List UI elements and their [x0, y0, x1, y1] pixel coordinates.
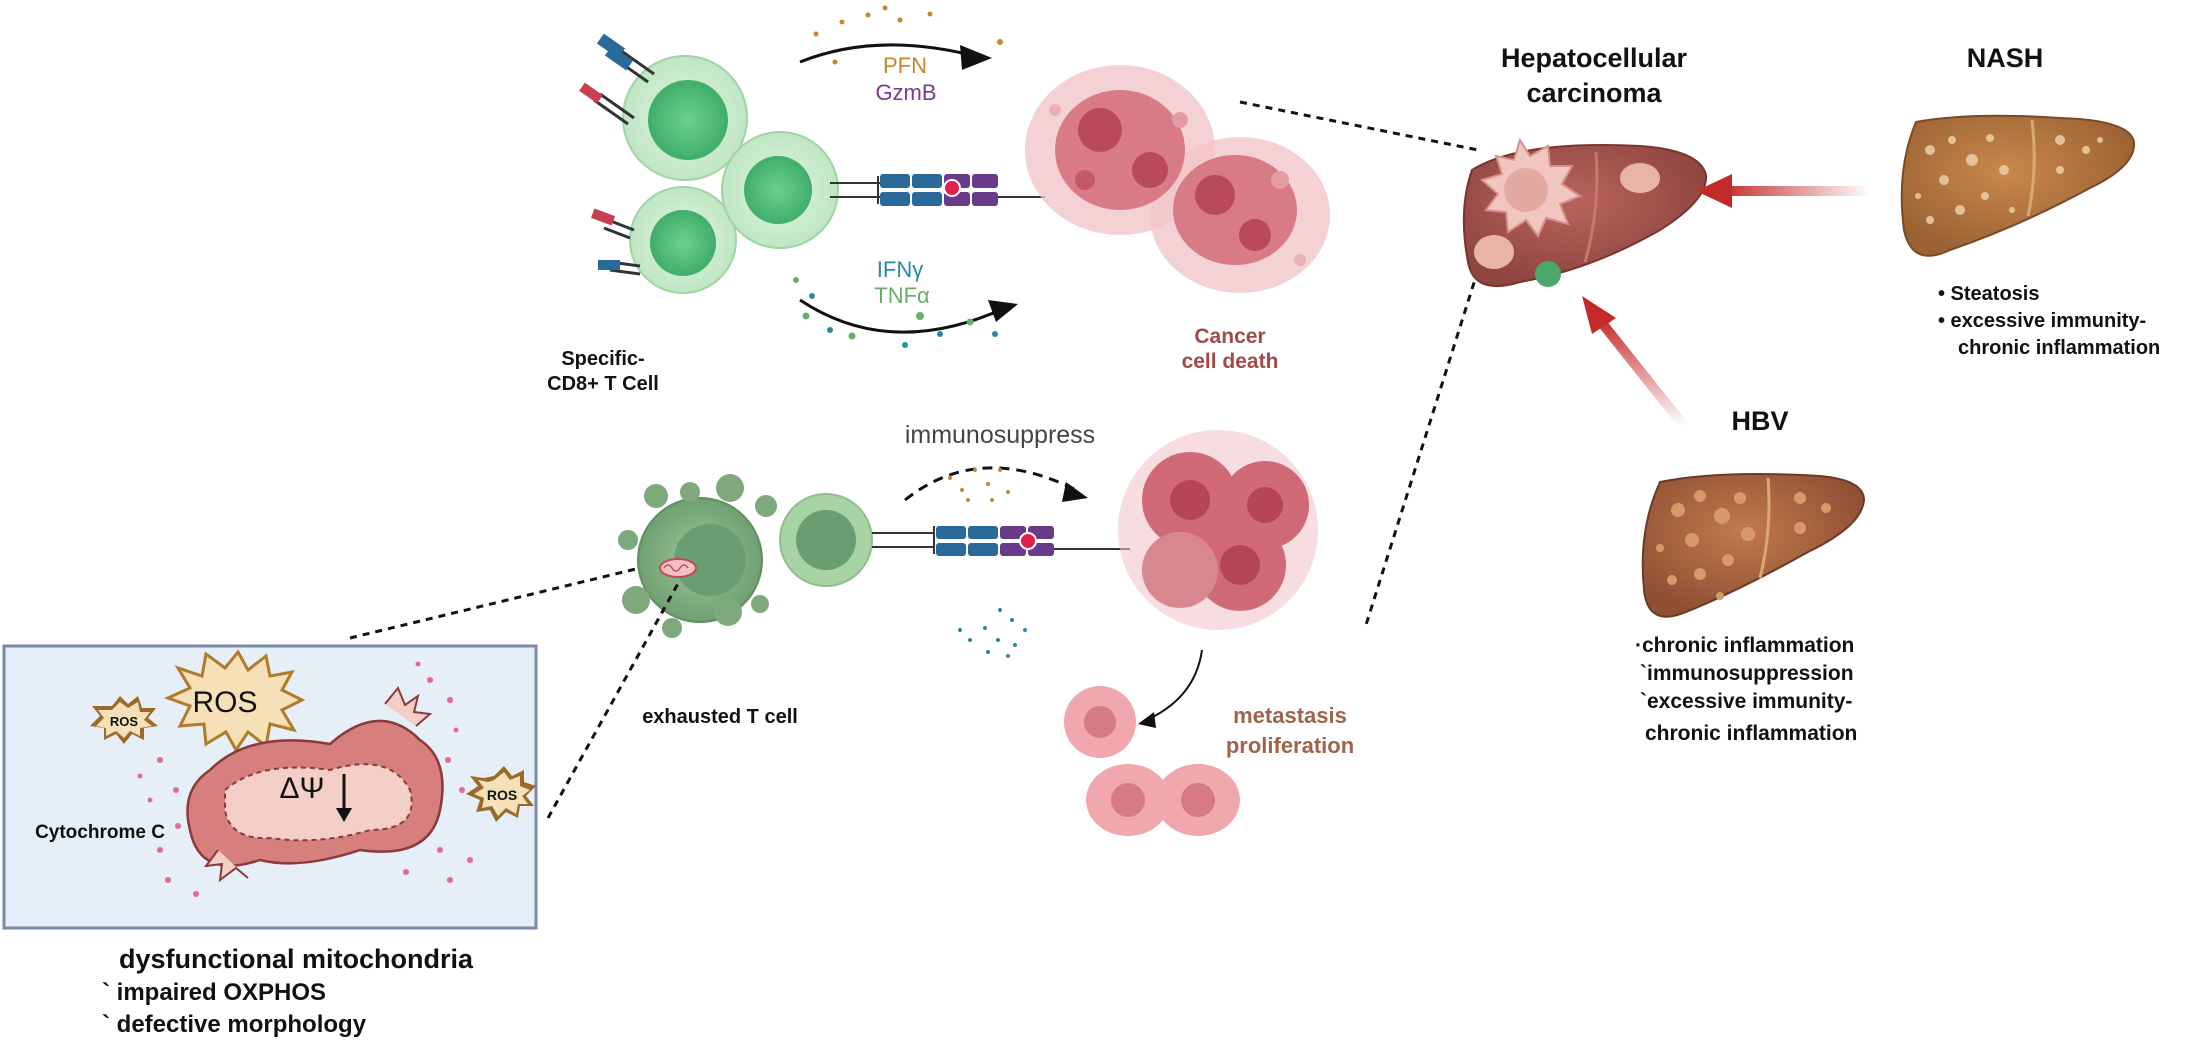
immunosuppress-arrow: [904, 466, 1088, 502]
mitochondrion-small: [659, 558, 697, 578]
nash-bullet2: • excessive immunity-: [1938, 310, 2146, 332]
hbv-title: HBV: [1731, 406, 1788, 436]
metastatic-cell: [1064, 686, 1136, 758]
hcc-label-line1: Hepatocellular: [1501, 43, 1688, 73]
hbv-line2: `immunosuppression: [1640, 662, 1854, 685]
cd8-t-cell-cluster: PFN GzmB IFNγ TNFα Specific- CD8+ T Cell: [547, 5, 1045, 395]
t-cell-large: [622, 55, 748, 181]
hbv-liver: [1641, 473, 1866, 618]
metastasis-line1: metastasis: [1233, 703, 1347, 728]
hbv-line4: chronic inflammation: [1645, 722, 1857, 745]
cancer-death-line1: Cancer: [1194, 325, 1265, 348]
nash-to-hcc-arrow: [1696, 174, 1870, 208]
cancer-death-line2: cell death: [1182, 350, 1279, 373]
tcr-receptors: [579, 33, 655, 276]
tcr-mhc-synapse: [830, 174, 1045, 206]
cytochrome-label: Cytochrome C: [35, 822, 165, 843]
mito-caption-title: dysfunctional mitochondria: [119, 944, 474, 974]
ifng-label: IFNγ: [877, 257, 923, 282]
t-cell-bottom: [629, 186, 737, 294]
mito-caption-item1: ` impaired OXPHOS: [102, 979, 326, 1006]
pfn-label: PFN: [883, 53, 927, 78]
nash-title: NASH: [1967, 43, 2044, 73]
ros-small-left-label: ROS: [110, 714, 139, 729]
exhausted-label: exhausted T cell: [642, 706, 798, 728]
metastasis-arrow: [1138, 649, 1203, 728]
hcc-label-line2: carcinoma: [1526, 78, 1662, 108]
cytochrome-c-dots: [137, 661, 473, 897]
hbv-to-hcc-arrow: [1582, 296, 1688, 430]
ros-burst-small-left: [90, 696, 158, 744]
metastasis-line2: proliferation: [1226, 733, 1354, 758]
cd8-label-line2: CD8+ T Cell: [547, 373, 659, 395]
hcc-liver: [1462, 137, 1708, 287]
cytokine-dots: [958, 608, 1027, 658]
nash-liver: [1900, 114, 2136, 257]
immunosuppress-label: immunosuppress: [905, 421, 1095, 449]
nash-bullet1: • Steatosis: [1938, 283, 2039, 305]
nash-bullet2b: chronic inflammation: [1958, 337, 2160, 359]
exhausted-synapse: [872, 526, 1130, 556]
mitochondrion-large: [186, 686, 444, 883]
hbv-line3: `excessive immunity-: [1640, 690, 1852, 713]
hbv-line1: ·chronic inflammation: [1635, 634, 1854, 657]
tumor-burst: [1479, 137, 1583, 238]
t-cell-effector: [721, 131, 839, 249]
ros-burst-small-right: [466, 766, 536, 822]
dashed-connectors: [349, 100, 1480, 819]
ros-burst-large: [164, 649, 306, 753]
dividing-cell: [1086, 764, 1240, 836]
gzmb-label: GzmB: [875, 80, 936, 105]
ros-small-right-label: ROS: [487, 787, 517, 803]
ros-large-label: ROS: [192, 686, 257, 719]
tnfa-label: TNFα: [874, 283, 930, 308]
mitochondria-box: ROS ROS ROS ΔΨ Cytochrome C: [2, 644, 538, 930]
exhausted-t-cell-cluster: [618, 474, 873, 638]
pfn-gzmb-secretion: [799, 5, 1003, 70]
cancer-cell-death: [1025, 65, 1330, 293]
ifng-tnfa-secretion: [793, 277, 1018, 348]
mito-caption-item2: ` defective morphology: [102, 1011, 367, 1038]
cd8-label-line1: Specific-: [561, 348, 644, 370]
delta-psi-label: ΔΨ: [279, 772, 324, 805]
tumor-cluster: [1118, 430, 1318, 630]
